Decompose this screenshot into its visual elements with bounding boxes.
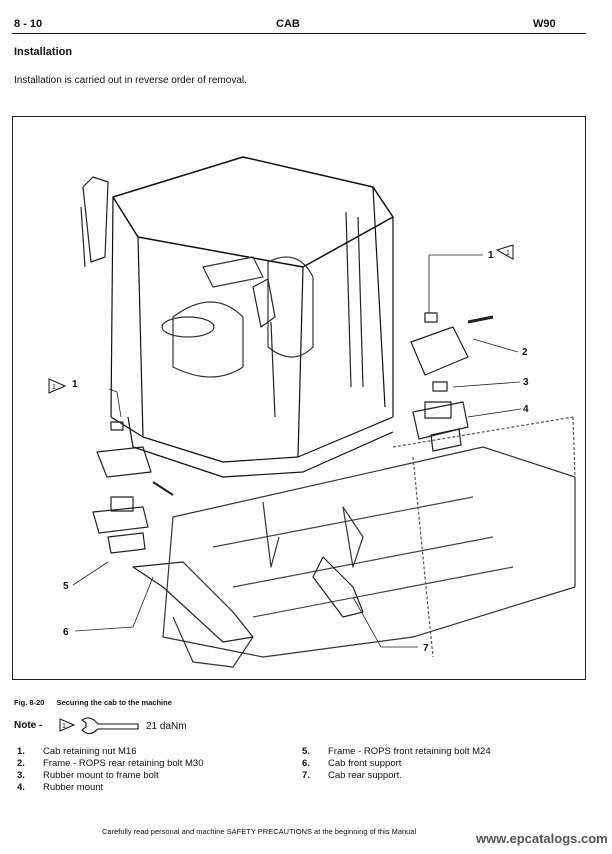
cab-exploded-illustration: 1 1 2 3 4 5 6 7 1 1 — [48, 156, 576, 668]
callout-4: 4 — [523, 404, 529, 415]
figure-title: Securing the cab to the machine — [56, 698, 172, 707]
footer-safety-note: Carefully read personal and machine SAFE… — [102, 827, 417, 836]
callout-6: 6 — [63, 627, 69, 638]
torque-value: 21 daNm — [146, 721, 187, 732]
watermark: www.epcatalogs.com — [476, 831, 608, 846]
figure-number: Fig. 8-20 — [14, 698, 45, 707]
page-number: 8 - 10 — [14, 18, 43, 30]
header-divider — [12, 33, 586, 34]
callout-3: 3 — [523, 377, 529, 388]
torque-wrench-icon: 1 — [59, 717, 139, 734]
figure-caption: Fig. 8-20 Securing the cab to the machine — [14, 698, 172, 707]
callout-1-right: 1 — [488, 250, 494, 261]
tag-symbol-left-icon — [48, 378, 67, 394]
figure-frame: 1 1 2 3 4 5 6 7 1 1 — [12, 116, 586, 680]
section-title: Installation — [14, 46, 73, 58]
callout-5: 5 — [63, 581, 69, 592]
model-name: W90 — [533, 18, 556, 30]
intro-paragraph: Installation is carried out in reverse o… — [14, 75, 247, 86]
tag-symbol-right-icon — [495, 244, 514, 260]
callout-2: 2 — [522, 347, 528, 358]
tag-number-left: 1 — [52, 384, 56, 391]
note-label: Note - — [14, 720, 43, 731]
tag-number-right: 1 — [506, 250, 510, 257]
callout-1-left: 1 — [72, 379, 78, 390]
note-tag-number: 1 — [62, 723, 66, 730]
callout-7: 7 — [423, 643, 429, 654]
chapter-title: CAB — [276, 18, 300, 30]
